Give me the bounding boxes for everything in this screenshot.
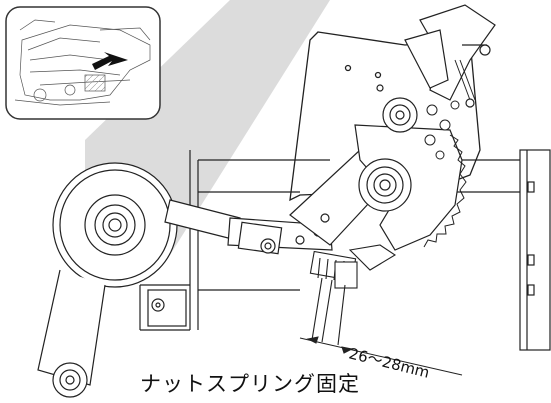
upper-bearing: [382, 97, 418, 133]
caption: ナットスプリング固定: [140, 372, 360, 396]
bolt-cluster: [424, 100, 460, 160]
inset-thumbnail: [5, 6, 161, 120]
link-rod: [164, 199, 333, 255]
frame-beam: [139, 150, 520, 331]
actuator-bracket: [376, 4, 496, 108]
lower-bracket: [147, 289, 187, 327]
large-wheel: [52, 162, 178, 288]
lower-arm: [37, 269, 106, 398]
arrow-icon: [92, 52, 128, 70]
center-bearing: [358, 158, 412, 212]
dimension-line: [299, 336, 463, 376]
vertical-rod: [311, 277, 346, 346]
right-frame: [519, 149, 551, 351]
nut-spring: [309, 244, 397, 289]
